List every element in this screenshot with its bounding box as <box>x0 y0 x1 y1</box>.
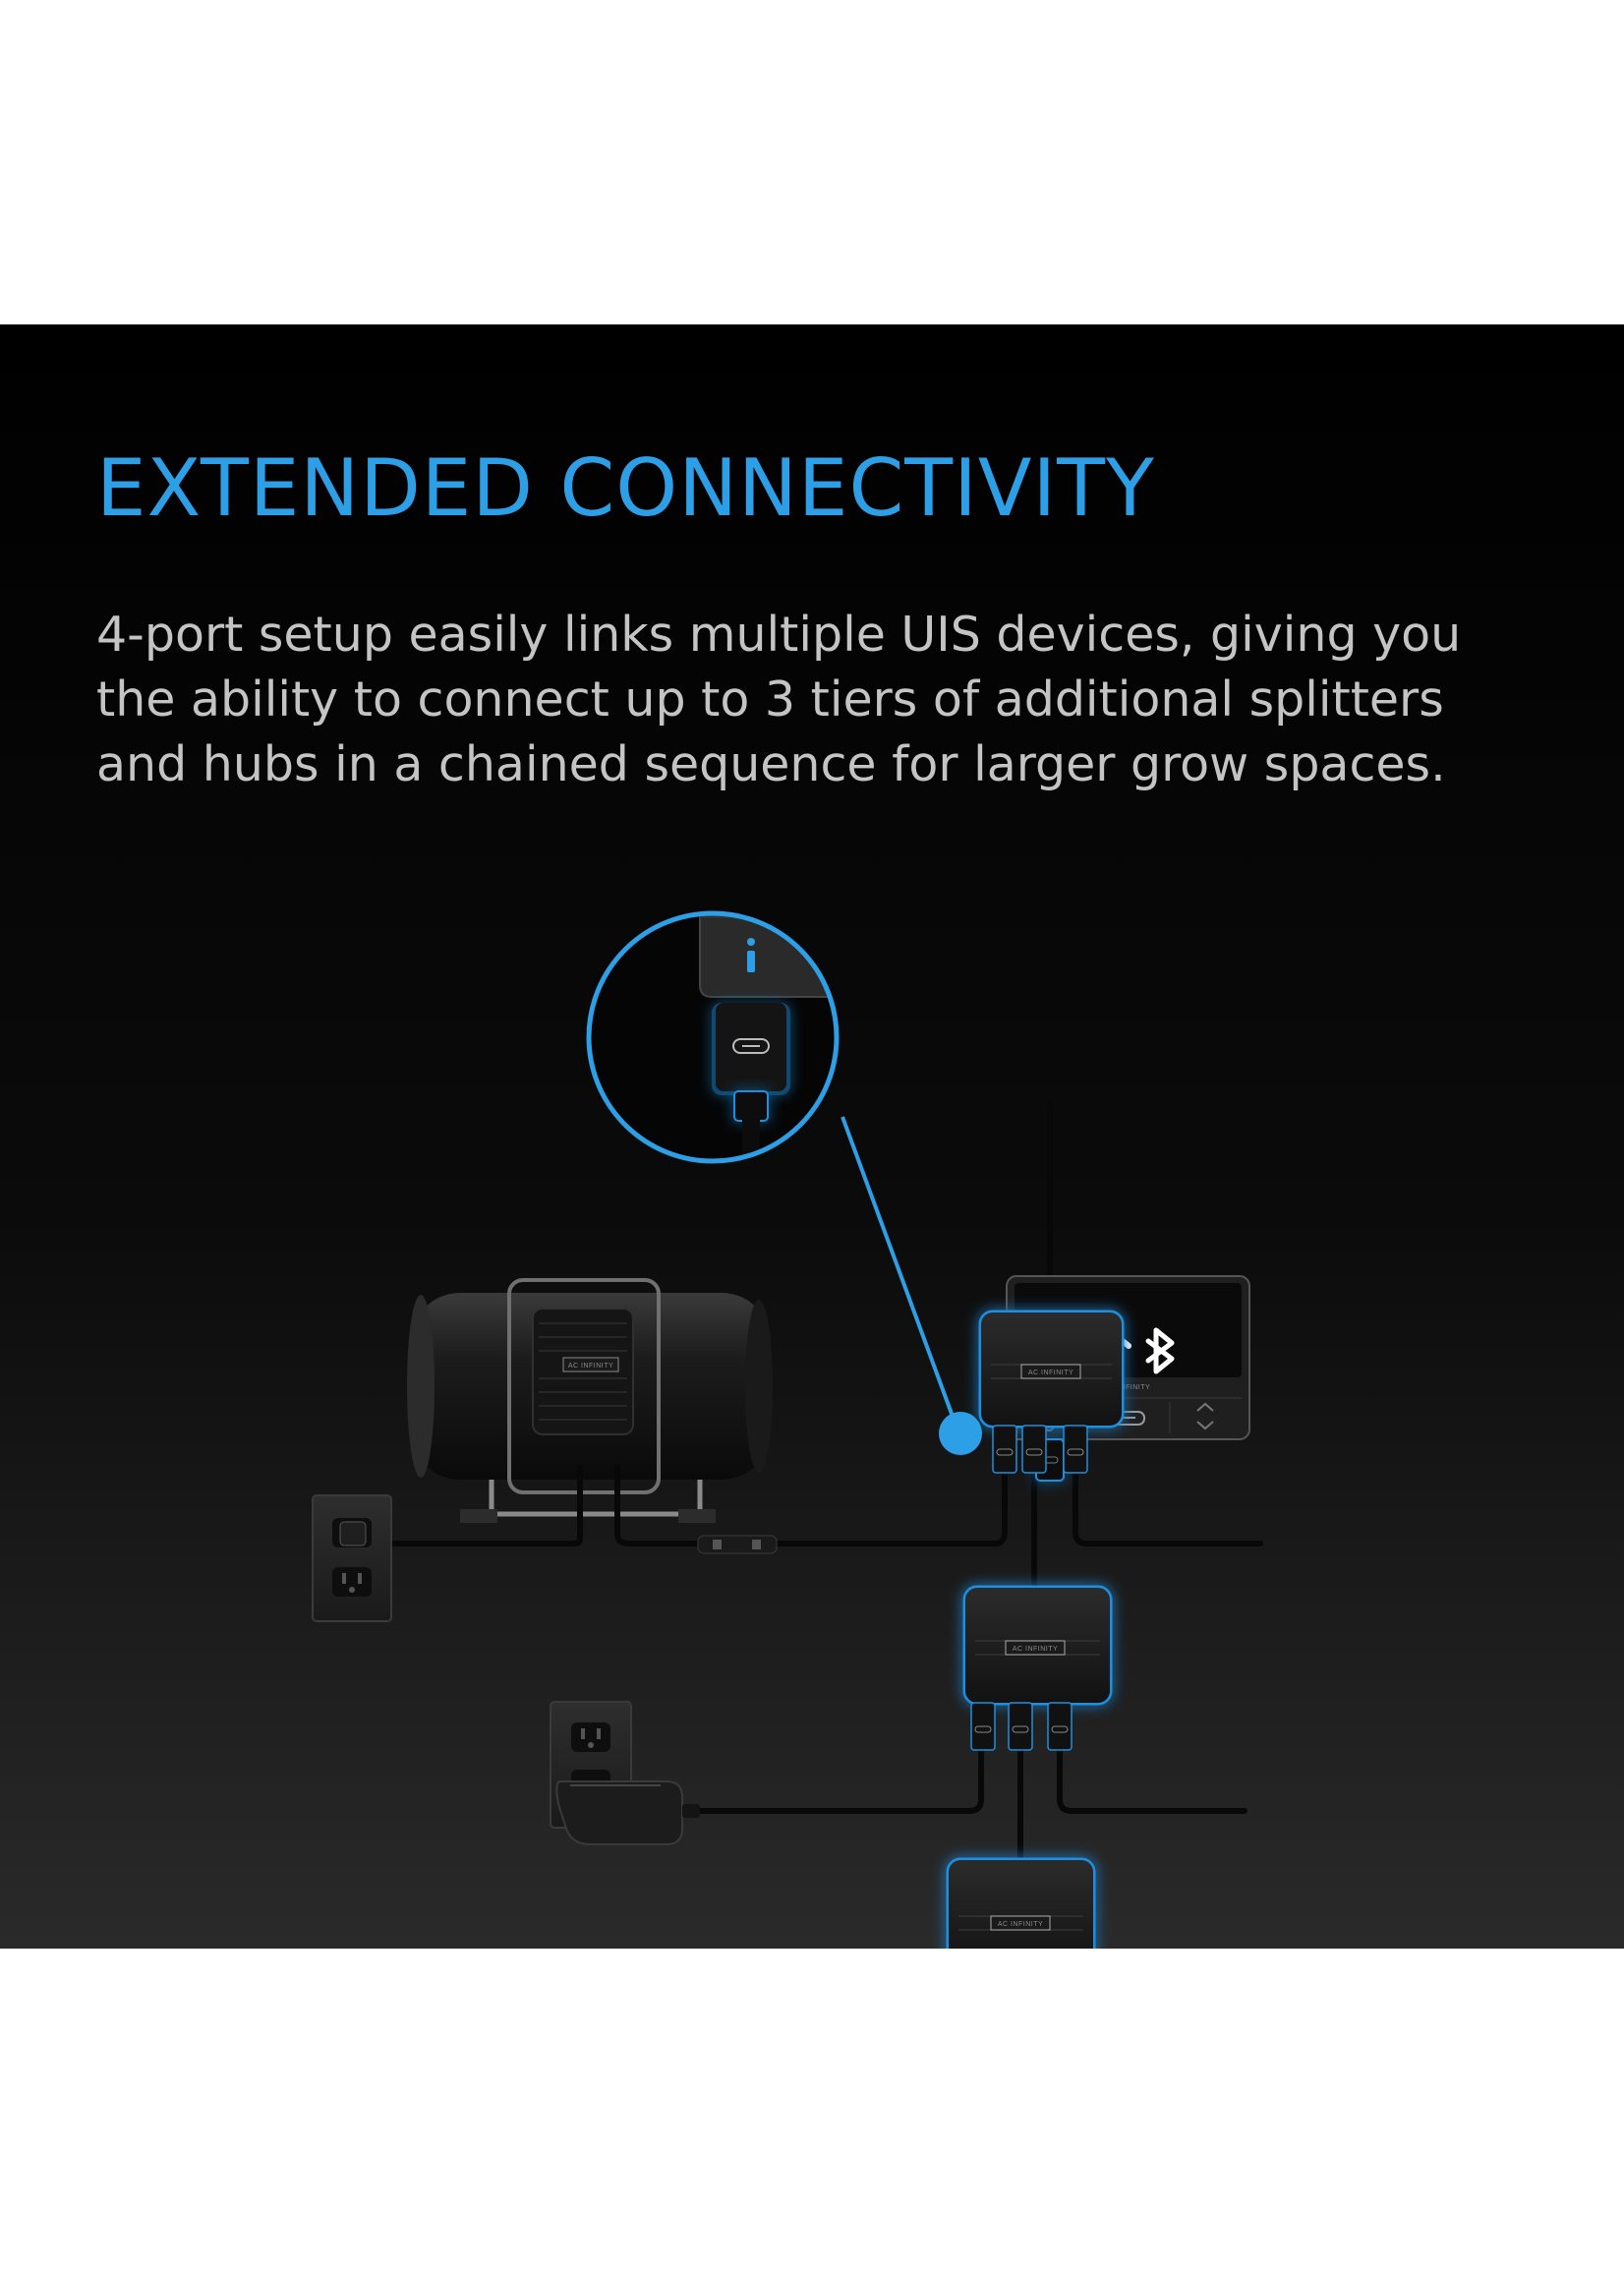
headline: EXTENDED CONNECTIVITY <box>96 442 1155 534</box>
callout-dot <box>939 1412 982 1455</box>
wall-outlet <box>312 1494 392 1622</box>
fan-brand-plate <box>562 1357 619 1372</box>
fan-brand-label: AC INFINITY <box>568 1363 613 1370</box>
inline-fan: AC INFINITY <box>407 1278 778 1554</box>
controller-brand-label: AC INFINITY <box>1105 1384 1150 1391</box>
cables <box>341 1097 1263 1867</box>
description: 4-port setup easily links multiple UIS d… <box>96 603 1571 797</box>
bluetooth-icon <box>1145 1327 1175 1374</box>
splitter-hub-2: AC INFINITY <box>962 1585 1113 1751</box>
description-line: and hubs in a chained sequence for large… <box>96 736 1446 792</box>
description-line: 4-port setup easily links multiple UIS d… <box>96 607 1462 663</box>
chevron-up-icon <box>1196 1402 1214 1412</box>
zoom-callout <box>586 910 982 1455</box>
feature-panel: EXTENDED CONNECTIVITY 4-port setup easil… <box>0 324 1624 1949</box>
description-line: the ability to connect up to 3 tiers of … <box>96 671 1444 728</box>
splitter-hub-3: AC INFINITY <box>946 1857 1096 1949</box>
wall-outlet-with-adapter <box>550 1701 700 1845</box>
hub1-brand-label: AC INFINITY <box>1028 1370 1073 1376</box>
info-icon <box>747 938 755 972</box>
hub2-brand-label: AC INFINITY <box>1013 1646 1058 1653</box>
chevron-down-icon <box>1196 1421 1214 1430</box>
hub3-brand-label: AC INFINITY <box>998 1921 1043 1928</box>
splitter-hub-1: AC INFINITY <box>978 1310 1125 1474</box>
connectivity-illustration: AC INFINITY <box>312 910 1263 1949</box>
